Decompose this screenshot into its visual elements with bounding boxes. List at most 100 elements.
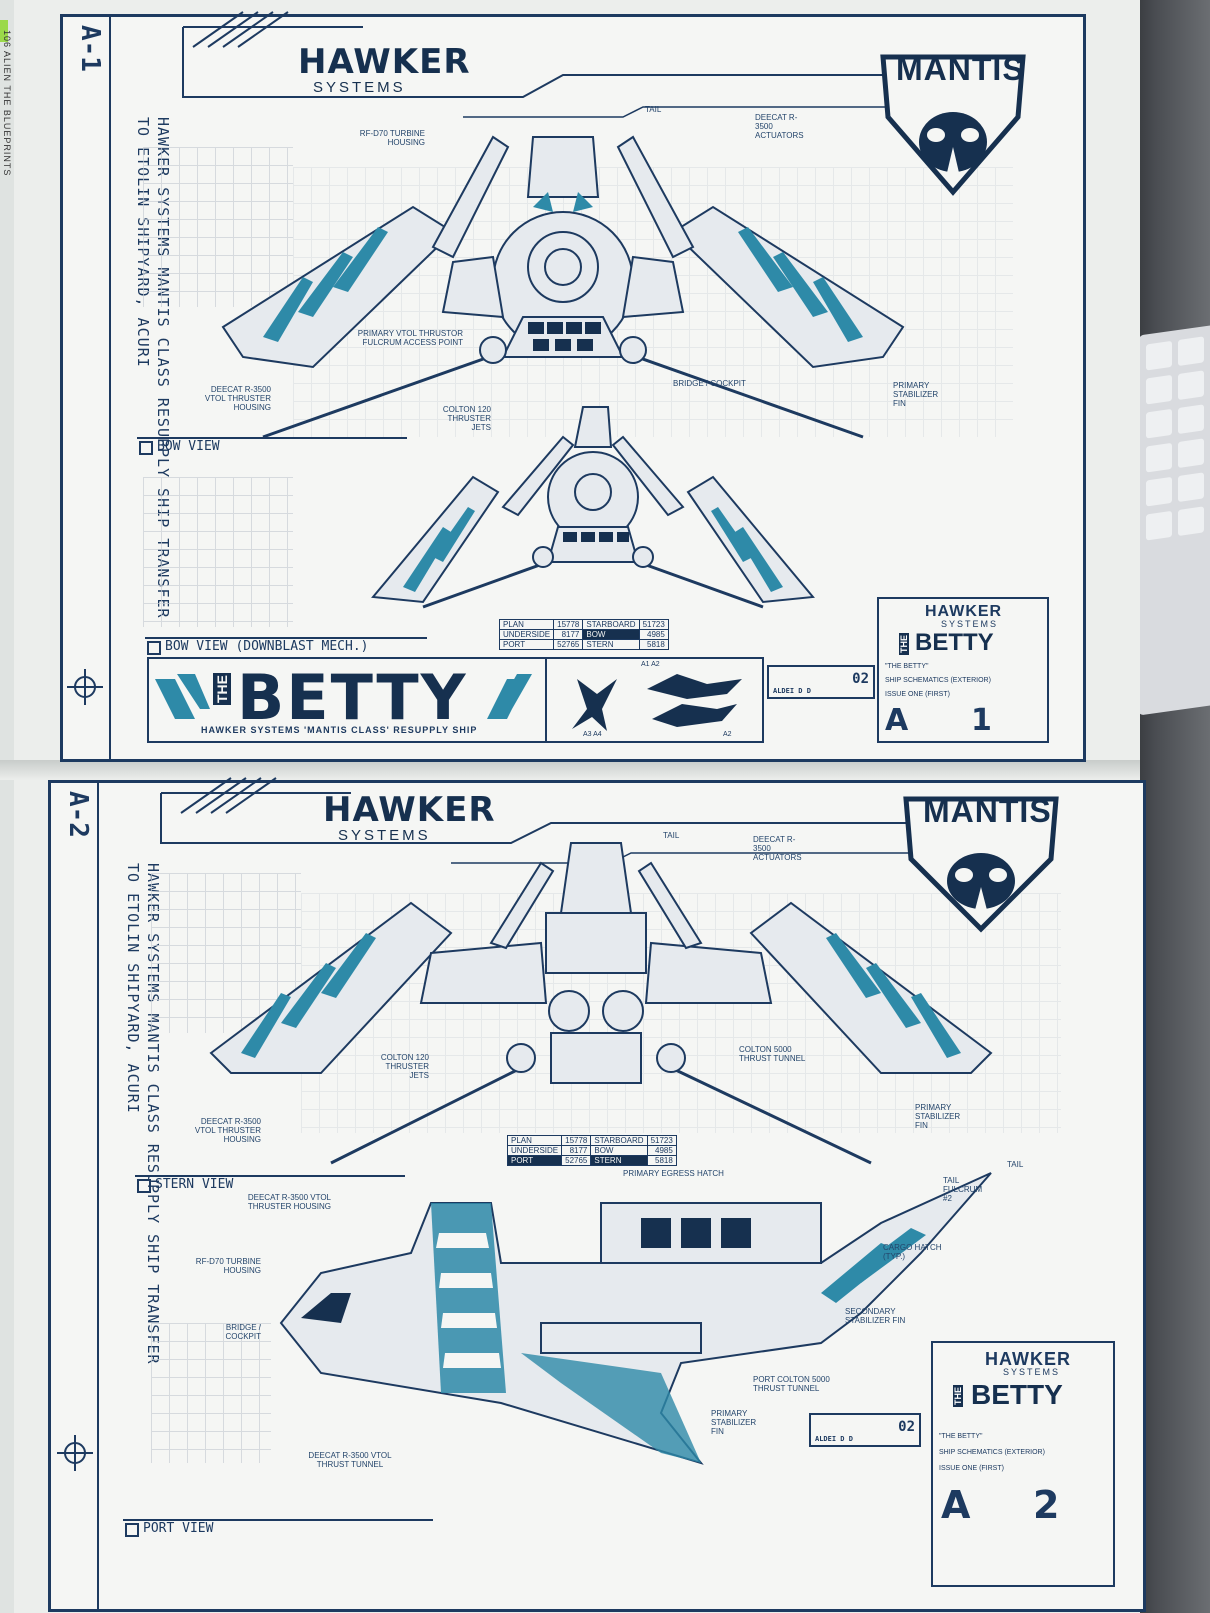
title-block-the: THE [953, 1385, 963, 1407]
running-header: 106 ALIEN THE BLUEPRINTS [2, 30, 12, 177]
brand-subtitle: SYSTEMS [313, 79, 406, 96]
label-vtol-housing-2: DEECAT R-3500 VTOL THRUSTER HOUSING [247, 1193, 331, 1211]
code-number: 02 [852, 671, 869, 687]
grid-panel [143, 477, 293, 627]
grid-panel [151, 1323, 271, 1463]
betty-the: THE [213, 673, 231, 705]
label-colton: COLTON 120 THRUSTER JETS [442, 405, 491, 432]
title-block-line: SHIP SCHEMATICS (EXTERIOR) [939, 1449, 1045, 1456]
code-sub: ALDEI D D [815, 1435, 853, 1443]
title-block-hawker: HAWKER [925, 603, 1003, 620]
title-block: HAWKER SYSTEMS THE BETTY "THE BETTY" SHI… [931, 1341, 1115, 1587]
label-actuators: DEECAT R-3500 ACTUATORS [755, 113, 804, 140]
title-block: HAWKER SYSTEMS THE BETTY "THE BETTY" SHI… [877, 597, 1049, 743]
code-box: 02 ALDEI D D [767, 665, 875, 699]
brand-subtitle: SYSTEMS [338, 827, 431, 844]
stat-label: STERN [582, 639, 640, 650]
mantis-badge-label: MANTIS [923, 793, 1052, 829]
brand-name: HAWKER [298, 42, 471, 82]
title-block-line: "THE BETTY" [939, 1433, 983, 1440]
code-sub: ALDEI D D [773, 687, 811, 695]
brand-name: HAWKER [323, 790, 496, 830]
keyboard-key [1178, 506, 1204, 536]
label-vtol-thruster: PRIMARY VTOL THRUSTOR FULCRUM ACCESS POI… [357, 329, 463, 347]
sheet-id: A-1 [75, 25, 105, 72]
table-row: PORT 52765 STERN 5818 [498, 639, 669, 650]
keyboard-key [1146, 476, 1172, 507]
title-block-betty: BETTY [971, 1379, 1063, 1410]
label-cargo: CARGO HATCH (TYP.) [883, 1243, 942, 1261]
table-row: PORT 52765 STERN 5818 [506, 1155, 677, 1166]
label-egress: PRIMARY EGRESS HATCH [623, 1169, 724, 1178]
grid-panel [143, 147, 293, 307]
ship-silhouettes [572, 674, 742, 731]
title-block-letter: A [941, 1483, 971, 1527]
keyboard-key [1178, 370, 1204, 400]
label-thrust-tunnel: COLTON 5000 THRUST TUNNEL [739, 1045, 806, 1063]
view-label-bow: BOW VIEW [137, 437, 407, 455]
view-label-stern: STERN VIEW [135, 1175, 405, 1193]
page-edge [0, 0, 14, 1613]
title-block-systems: SYSTEMS [1003, 1367, 1061, 1377]
keyboard-key [1146, 442, 1172, 473]
stat-label: PORT [498, 639, 555, 650]
crosshair-icon [67, 669, 103, 705]
stat-label: STARBOARD [582, 619, 640, 630]
header-linework [182, 11, 1003, 118]
keyboard-key [1178, 336, 1204, 366]
ship-bow-view-downblast [371, 406, 815, 609]
label-tail: TAIL [645, 105, 662, 114]
silhouette-tag: A2 [723, 731, 732, 738]
title-block-hawker: HAWKER [985, 1349, 1071, 1369]
crosshair-icon [57, 1435, 93, 1471]
label-stabilizer: PRIMARY STABILIZER FIN [915, 1103, 961, 1130]
title-block-letter: A [885, 703, 909, 738]
label-stabilizer-2: PRIMARY STABILIZER FIN [711, 1409, 757, 1436]
label-fulcrum: TAIL FULCRUM #2 [943, 1176, 983, 1203]
label-actuators: DEECAT R-3500 ACTUATORS [753, 835, 802, 862]
stat-value: 52765 [561, 1155, 592, 1166]
label-secondary: SECONDARY STABILIZER FIN [845, 1307, 906, 1325]
stat-value: 5818 [638, 639, 669, 650]
page-tab [0, 20, 8, 42]
keyboard-key [1146, 510, 1172, 541]
label-colton: COLTON 120 THRUSTER JETS [380, 1053, 429, 1080]
title-block-betty: BETTY [915, 629, 994, 656]
mantis-badge [880, 54, 1026, 196]
code-box: 02 ALDEI D D [809, 1413, 921, 1447]
stat-value: 5818 [646, 1155, 677, 1166]
ship-bow-view [221, 135, 905, 439]
label-vtol-housing: DEECAT R-3500 VTOL THRUSTER HOUSING [204, 385, 271, 412]
ship-port-view [279, 1172, 992, 1465]
keyboard-key [1146, 408, 1172, 439]
title-block-line: ISSUE ONE (FIRST) [939, 1465, 1004, 1472]
stripe-graphic [487, 674, 532, 719]
table-row: UNDERSIDE 8177 BOW 4985 [506, 1145, 677, 1156]
keyboard-key [1178, 404, 1204, 434]
label-bridge: BRIDGE / COCKPIT [673, 379, 746, 388]
label-port-tunnel: PORT COLTON 5000 THRUST TUNNEL [753, 1375, 830, 1393]
title-block-number: 2 [1033, 1483, 1060, 1527]
label-tail-2: TAIL [1007, 1160, 1024, 1169]
stat-value: 15778 [553, 619, 584, 630]
table-row: UNDERSIDE 8177 BOW 4985 [498, 629, 669, 640]
betty-banner: THE BETTY HAWKER SYSTEMS 'MANTIS CLASS' … [147, 657, 547, 743]
stat-label: PLAN [498, 619, 555, 630]
title-block-line: SHIP SCHEMATICS (EXTERIOR) [885, 677, 991, 684]
stats-table: PLAN 15778 STARBOARD 51723 UNDERSIDE 817… [498, 619, 669, 650]
betty-subtitle: HAWKER SYSTEMS 'MANTIS CLASS' RESUPPLY S… [201, 725, 478, 735]
title-block-number: 1 [971, 703, 992, 738]
keyboard-key [1146, 374, 1172, 405]
stat-value: 8177 [553, 629, 584, 640]
keyboard-key [1146, 340, 1172, 371]
mantis-badge [903, 796, 1059, 933]
blueprint-sheet-a2: A-2 HAWKER SYSTEMS MANTIS CLASS RESUPPLY… [48, 777, 1146, 1612]
table-row: PLAN 15778 STARBOARD 51723 [498, 619, 669, 630]
keyboard [1138, 324, 1210, 716]
view-label-port: PORT VIEW [123, 1519, 433, 1537]
open-book: 106 ALIEN THE BLUEPRINTS A-1 HAWKER SYST… [0, 0, 1146, 1613]
label-stabilizer: PRIMARY STABILIZER FIN [893, 381, 939, 408]
betty-title: BETTY [237, 661, 468, 734]
label-vtol-housing: DEECAT R-3500 VTOL THRUSTER HOUSING [194, 1117, 261, 1144]
sheet-id: A-2 [63, 791, 93, 838]
